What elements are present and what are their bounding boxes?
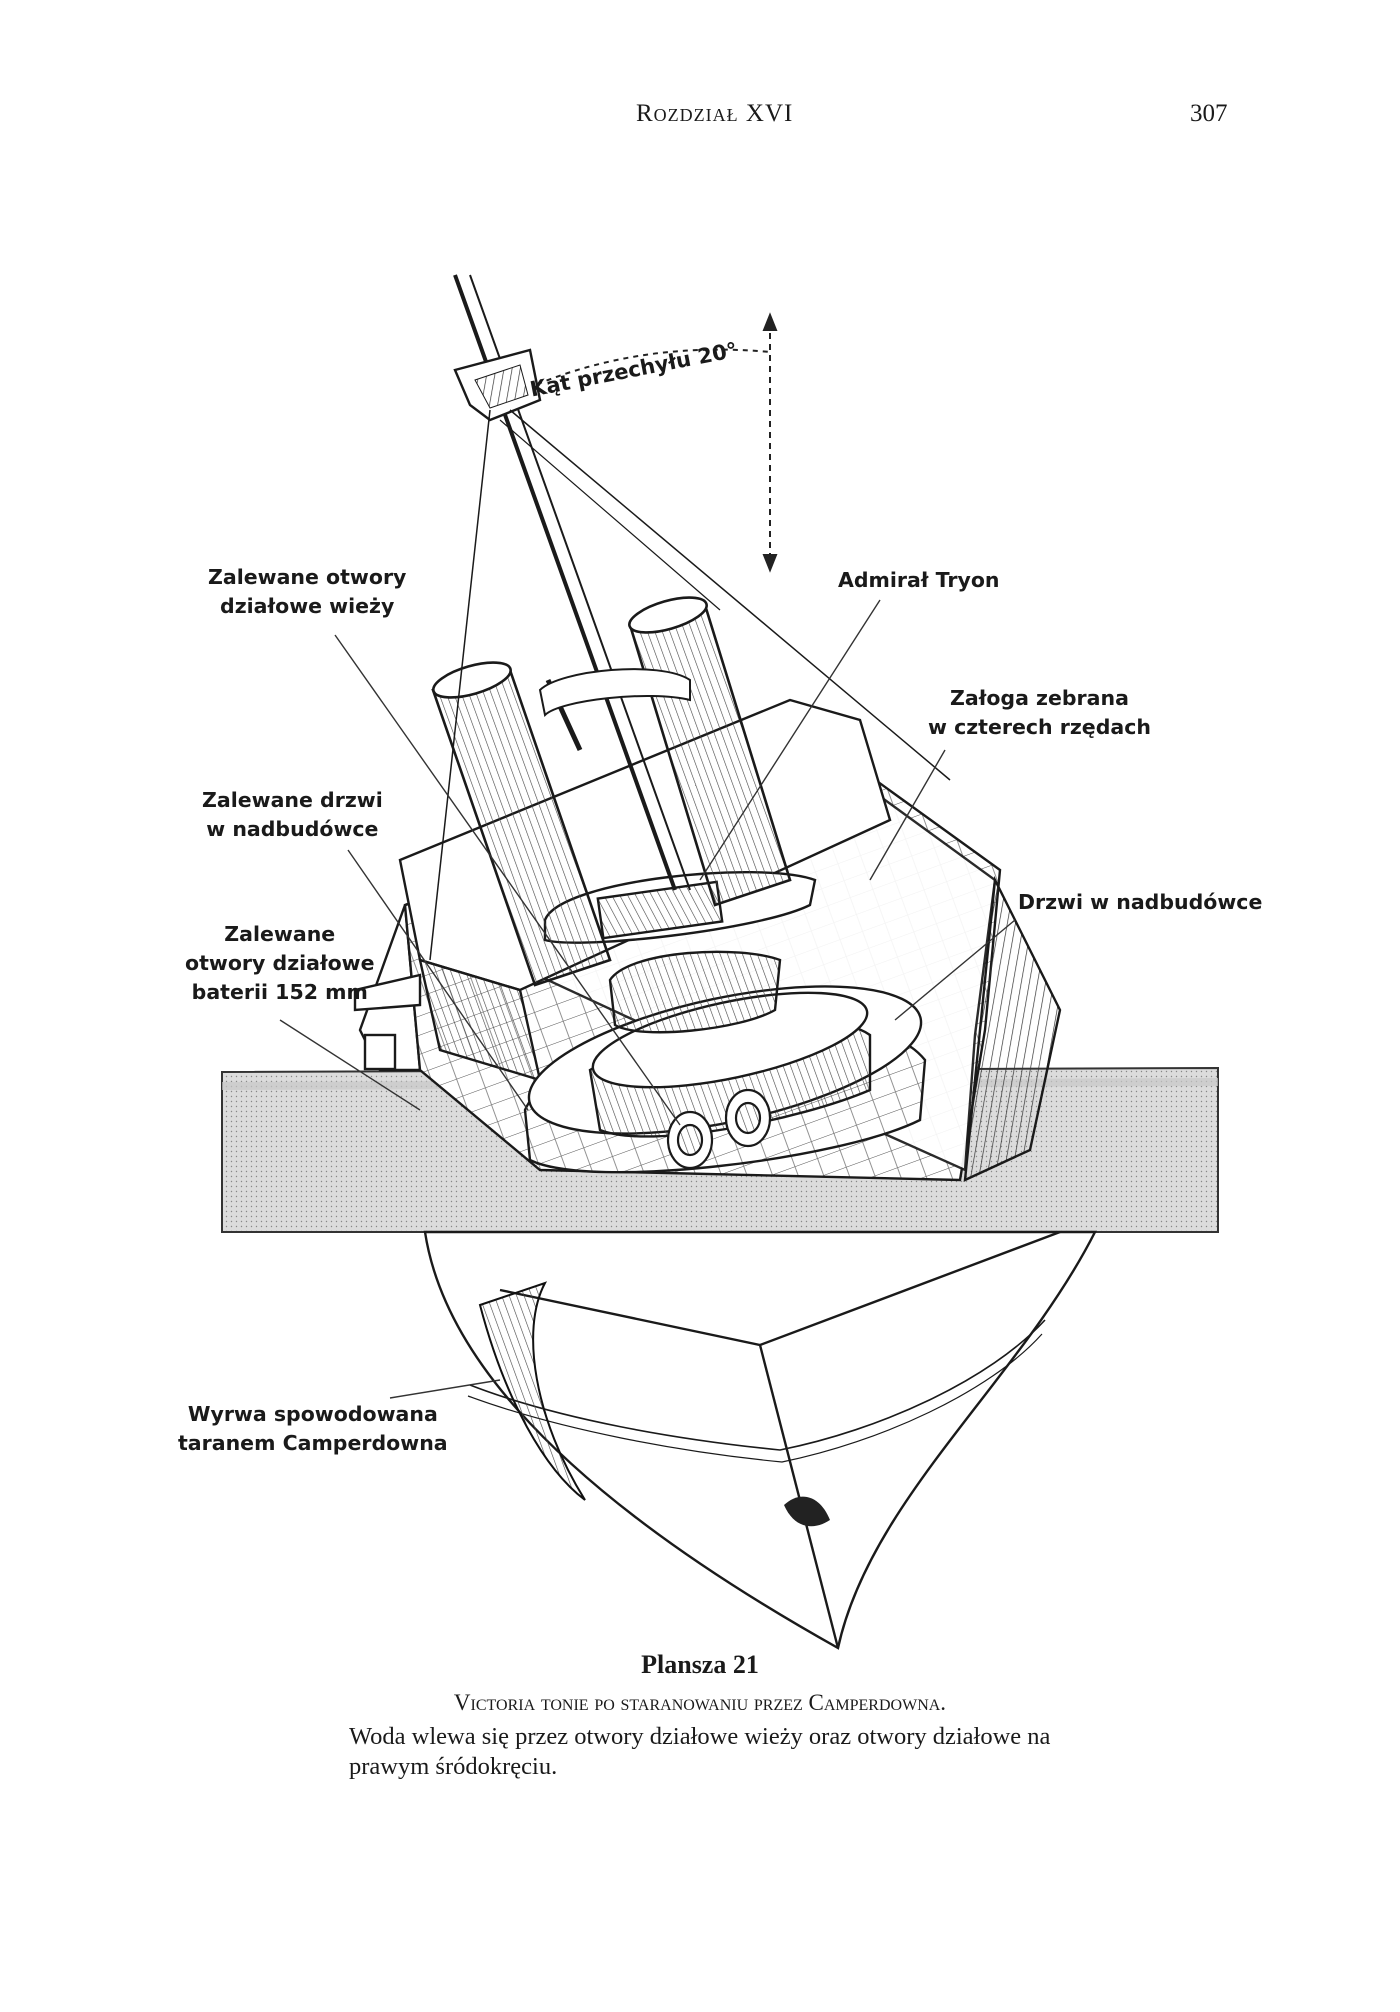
callout-superstructure-doors-flooded: Zalewane drzwi w nadbudówce bbox=[202, 788, 383, 841]
callout-battery-gunports: Zalewane otwory działowe baterii 152 mm bbox=[185, 922, 375, 1004]
ram-breach bbox=[478, 1281, 830, 1527]
turret bbox=[523, 985, 927, 1174]
callout-superstructure-doors: Drzwi w nadbudówce bbox=[1018, 890, 1263, 914]
plate-description: Woda wlewa się przez otwory działowe wie… bbox=[349, 1723, 1051, 1780]
running-head: Rozdział XVI bbox=[636, 100, 794, 127]
callout-crew: Załoga zebrana w czterech rzędach bbox=[928, 686, 1151, 739]
heel-angle-indicator bbox=[527, 312, 778, 573]
plate-subtitle: Victoria tonie po staranowaniu przez Cam… bbox=[453, 1690, 947, 1715]
callout-admiral-tryon: Admirał Tryon bbox=[838, 568, 1000, 592]
ship-illustration bbox=[221, 274, 1219, 1650]
callout-ram-breach: Wyrwa spowodowana taranem Camperdowna bbox=[178, 1402, 448, 1455]
underwater-hull bbox=[423, 1230, 1097, 1650]
turret-guns bbox=[666, 1088, 772, 1170]
plate-title: Plansza 21 bbox=[641, 1650, 759, 1679]
callout-turret-gunports: Zalewane otwory działowe wieży bbox=[208, 565, 407, 618]
page-number: 307 bbox=[1190, 100, 1228, 127]
mast bbox=[429, 274, 951, 961]
callout-leaders bbox=[279, 599, 1016, 1399]
